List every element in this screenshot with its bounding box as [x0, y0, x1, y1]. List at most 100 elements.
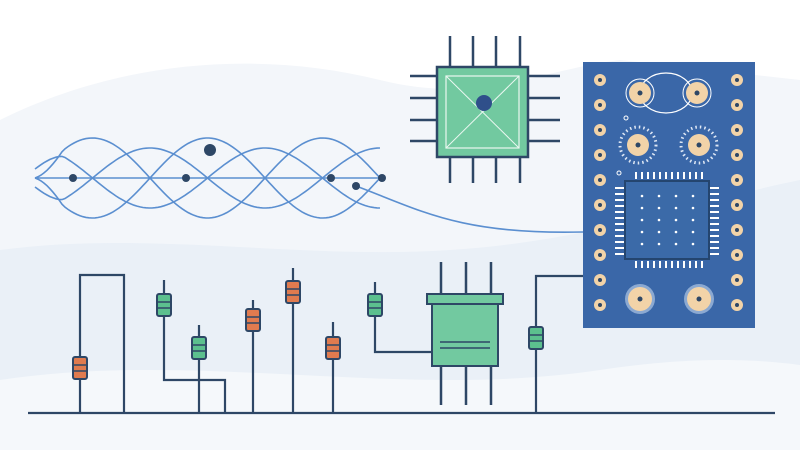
- waveform-icon: [34, 137, 382, 219]
- resistor-icon: [285, 280, 301, 304]
- resistor-icon: [528, 326, 544, 350]
- qfp-lead: [653, 261, 655, 268]
- qfp-lead: [659, 261, 661, 268]
- pcb-hole: [598, 178, 602, 182]
- qfp-dot: [640, 242, 644, 246]
- sine-wave: [34, 137, 381, 219]
- qfp-lead: [710, 223, 719, 225]
- signal-trace: [355, 185, 584, 234]
- qfp-lead: [615, 217, 624, 219]
- qfp-dot: [691, 230, 695, 234]
- qfp-dot: [657, 218, 661, 222]
- pcb-gear-ring: [679, 125, 719, 165]
- qfp-lead: [659, 172, 661, 179]
- qfp-dot: [657, 242, 661, 246]
- wave-node: [182, 174, 190, 182]
- pcb-hole: [598, 303, 602, 307]
- qfp-lead: [689, 172, 691, 179]
- qfp-lead: [710, 187, 719, 189]
- qfp-lead: [677, 261, 679, 268]
- wave-node: [204, 144, 216, 156]
- chip-inner: [445, 75, 520, 149]
- pcb-hole: [598, 228, 602, 232]
- qfp-lead: [710, 247, 719, 249]
- qfp-lead: [710, 199, 719, 201]
- pcb-hole: [598, 203, 602, 207]
- pcb-marker: [616, 170, 622, 176]
- pcb-hole: [637, 90, 643, 96]
- resistor-body: [191, 336, 207, 360]
- qfp-lead: [641, 172, 643, 179]
- pcb-ring: [625, 78, 655, 108]
- circuit-wire-icon: [28, 268, 775, 415]
- qfp-lead: [615, 223, 624, 225]
- resistor-bands: [529, 334, 543, 342]
- resistor-body: [72, 356, 88, 380]
- qfp-lead: [695, 261, 697, 268]
- wave-node: [327, 174, 335, 182]
- resistor-body: [285, 280, 301, 304]
- qfp-lead: [683, 172, 685, 179]
- resistor-icon: [156, 293, 172, 317]
- qfp-lead: [615, 205, 624, 207]
- qfp-lead: [615, 187, 624, 189]
- waveform-nodes: [69, 144, 386, 190]
- qfp-dot: [674, 206, 678, 210]
- pcb-hole: [735, 203, 739, 207]
- qfp-dot: [691, 194, 695, 198]
- qfp-dot: [657, 194, 661, 198]
- pcb-hole: [598, 253, 602, 257]
- resistor-icon: [191, 336, 207, 360]
- qfp-lead: [710, 205, 719, 207]
- component-body: [431, 303, 499, 367]
- qfp-lead: [615, 247, 624, 249]
- qfp-lead: [615, 253, 624, 255]
- pcb-hole: [735, 253, 739, 257]
- resistors: [72, 280, 544, 380]
- qfp-lead: [671, 261, 673, 268]
- pcb-hole: [635, 142, 641, 148]
- qfp-lead: [635, 261, 637, 268]
- qfp-lead: [653, 172, 655, 179]
- qfp-dot: [640, 206, 644, 210]
- qfp-lead: [710, 193, 719, 195]
- qfp-dot: [640, 218, 644, 222]
- resistor-body: [367, 293, 383, 317]
- qfp-lead: [665, 261, 667, 268]
- qfp-dot: [691, 206, 695, 210]
- resistor-bands: [192, 344, 206, 352]
- component-label-lines: [440, 341, 490, 349]
- qfp-lead: [701, 261, 703, 268]
- pcb-hole: [735, 278, 739, 282]
- qfp-dot: [691, 218, 695, 222]
- resistor-icon: [245, 308, 261, 332]
- qfp-lead: [710, 229, 719, 231]
- resistor-body: [325, 336, 341, 360]
- resistor-bands: [326, 344, 340, 352]
- qfp-lead: [710, 211, 719, 213]
- qfp-lead: [615, 193, 624, 195]
- pcb-hole: [735, 128, 739, 132]
- resistor-bands: [286, 288, 300, 296]
- qfp-lead: [635, 172, 637, 179]
- qfp-lead: [689, 261, 691, 268]
- wave-node: [378, 174, 386, 182]
- qfp-chip: [624, 180, 710, 260]
- qfp-lead: [710, 241, 719, 243]
- resistor-bands: [157, 301, 171, 309]
- sine-wave: [34, 137, 381, 219]
- qfp-lead: [615, 229, 624, 231]
- qfp-lead: [615, 199, 624, 201]
- qfp-dot: [674, 230, 678, 234]
- pcb-hole: [735, 78, 739, 82]
- resistor-icon: [367, 293, 383, 317]
- circuit-wire: [162, 280, 227, 413]
- pcb-board-icon: [583, 62, 755, 328]
- resistor-icon: [72, 356, 88, 380]
- resistor-bands: [73, 364, 87, 372]
- pcb-hole: [735, 153, 739, 157]
- resistor-icon: [325, 336, 341, 360]
- circuit-wire: [78, 273, 126, 413]
- resistor-body: [156, 293, 172, 317]
